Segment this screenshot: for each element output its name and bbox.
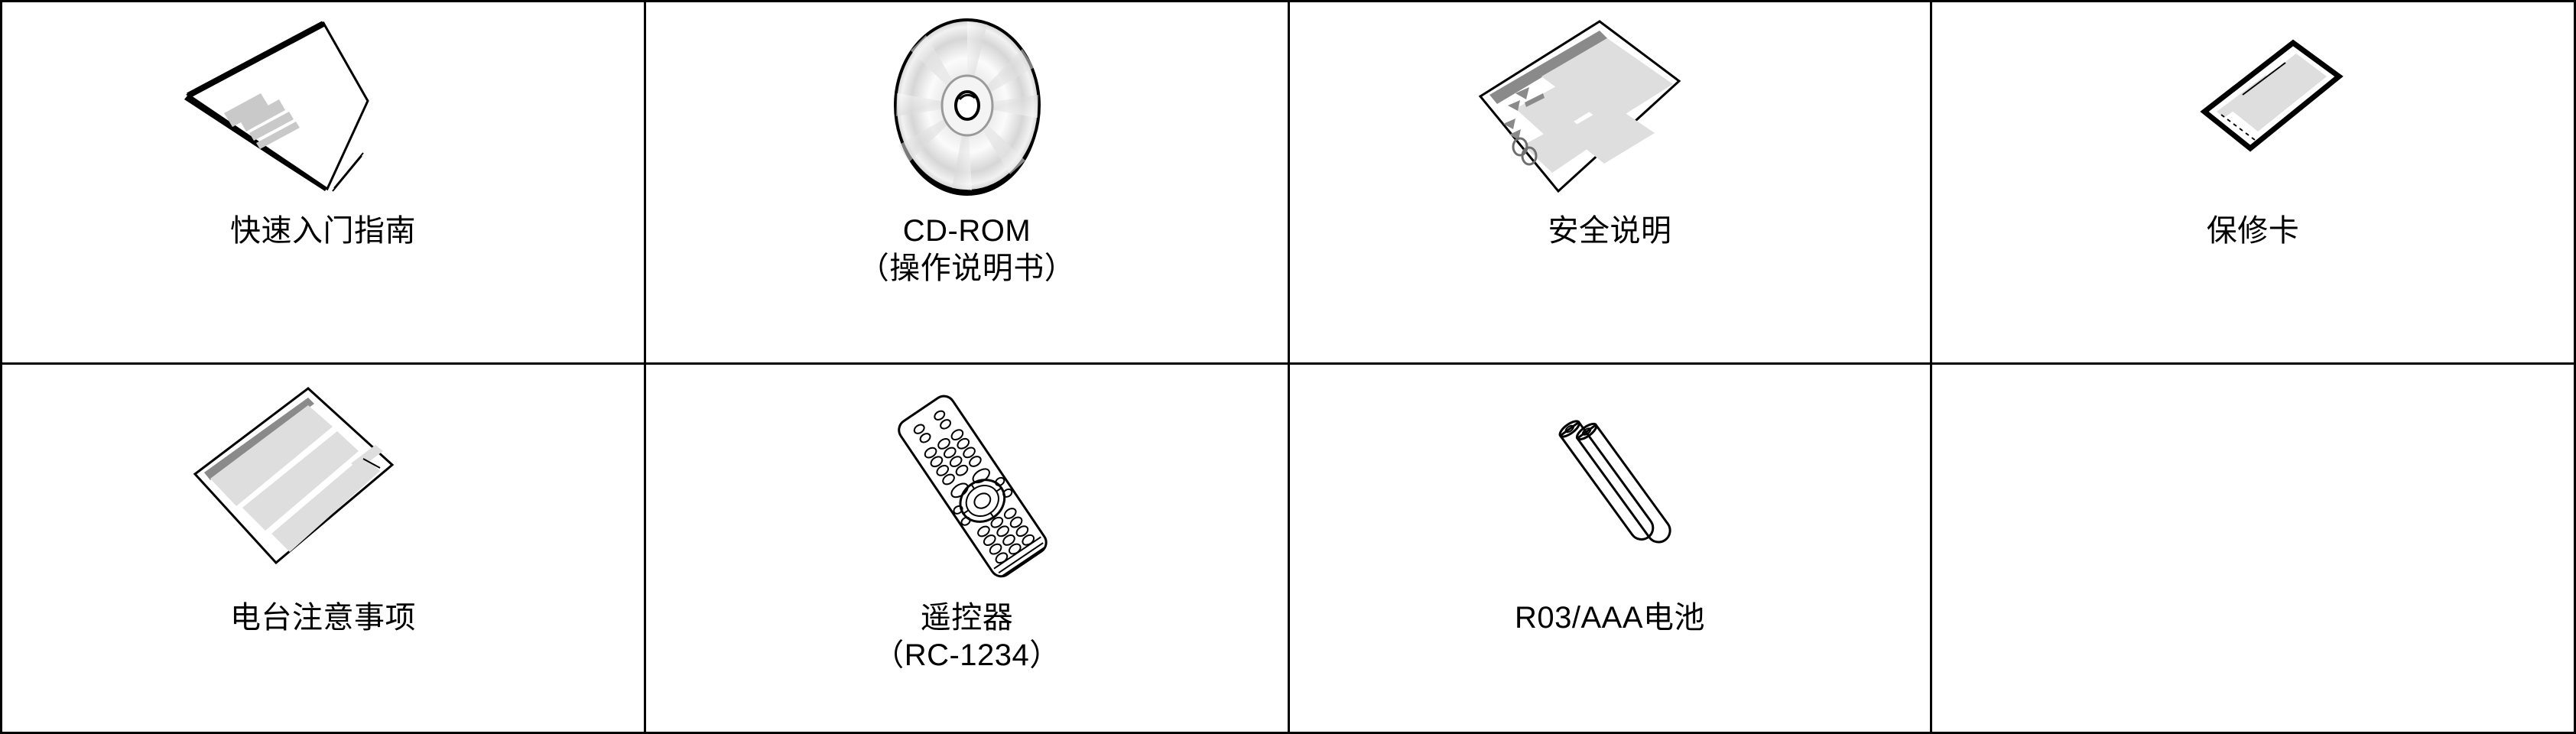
accessory-cell-radio-notice: 电台注意事项 [2,365,646,732]
accessory-caption-line2: （操作说明书） [858,252,1076,286]
accessory-cell-remote-control: 遥控器 （RC-1234） [646,365,1290,732]
accessory-cell-quick-start-guide: 快速入门指南 [2,2,646,365]
accessory-caption-line1: 电台注意事项 [230,601,416,635]
accessory-caption-line1: R03/AAA电池 [1514,601,1706,635]
accessory-caption-line1: 安全说明 [1548,214,1672,248]
accessory-cell-safety-instructions: 安全说明 [1290,2,1932,365]
accessory-caption-line1: CD-ROM [902,214,1031,248]
accessory-caption-line2: （RC-1234） [873,638,1061,673]
accessory-cell-cd-rom: CD-ROM （操作说明书） [646,2,1290,365]
cd-rom-disc-icon [646,7,1288,206]
accessory-caption: 遥控器 （RC-1234） [873,600,1061,674]
warranty-card-icon [1932,7,2574,206]
safety-instructions-booklet-icon [1290,7,1930,206]
accessory-caption: 电台注意事项 [230,600,416,636]
radio-notice-sheet-icon [2,368,644,597]
accessory-caption-line1: 保修卡 [2206,214,2300,248]
accessory-caption: 快速入门指南 [230,213,416,249]
accessory-caption: CD-ROM （操作说明书） [859,213,1076,287]
remote-control-icon [646,368,1288,597]
accessory-caption-line1: 遥控器 [920,601,1014,635]
accessory-caption: R03/AAA电池 [1515,600,1705,636]
empty-cell-placeholder [1932,368,2574,597]
accessory-caption: 安全说明 [1548,213,1672,249]
aaa-batteries-icon [1290,368,1930,597]
quick-start-guide-booklet-icon [2,7,644,206]
accessory-cell-empty [1932,365,2574,732]
accessory-cell-aaa-batteries: R03/AAA电池 [1290,365,1932,732]
accessory-cell-warranty-card: 保修卡 [1932,2,2574,365]
accessory-caption-line1: 快速入门指南 [230,214,416,248]
accessory-caption: 保修卡 [2207,213,2300,249]
